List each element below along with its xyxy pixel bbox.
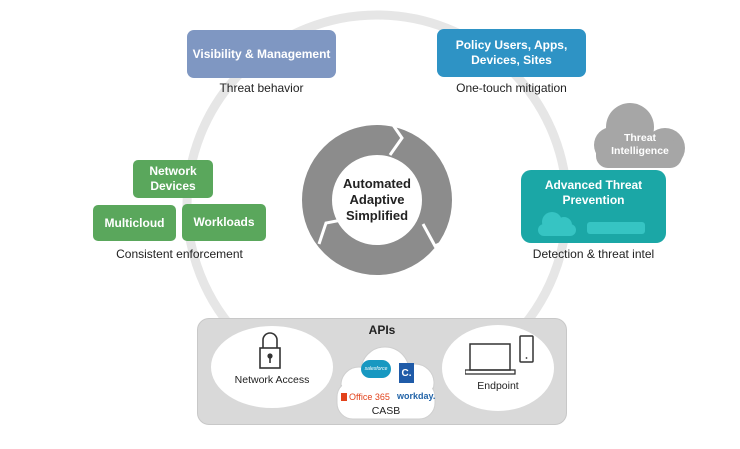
visibility-management-label: Visibility & Management [192,46,331,61]
multicloud-box: Multicloud [93,205,176,241]
apis-title: APIs [368,323,396,337]
cycle-arrow-divider-left [317,216,353,245]
casb-label: CASB [371,405,401,417]
office365-label: Office 365 [349,392,390,402]
atp-bar [587,222,645,234]
detection-threat-intel-caption: Detection & threat intel [532,247,655,261]
one-touch-mitigation-caption: One-touch mitigation [456,81,567,95]
atp-cloud-icon [538,212,576,236]
lock-icon [259,332,281,369]
consistent-enforcement-caption: Consistent enforcement [116,247,243,261]
cycle-arrow-divider-right [421,223,453,248]
network-access-oval [211,326,333,408]
threat-intelligence-label: Threat Intelligence [611,132,669,157]
endpoint-label: Endpoint [477,380,519,392]
endpoint-oval [442,325,554,411]
concur-logo: C. [399,363,414,383]
cycle-arrow-divider-top [388,124,404,156]
policy-label: Policy Users, Apps, Devices, Sites [455,38,568,67]
salesforce-logo: salesforce [361,360,391,378]
visibility-management-box: Visibility & Management [187,30,336,78]
network-access-label: Network Access [234,374,310,386]
tablet-icon [519,335,534,363]
threat-behavior-caption: Threat behavior [219,81,304,95]
office365-logo: Office 365 [341,392,390,402]
policy-box: Policy Users, Apps, Devices, Sites [437,29,586,77]
network-devices-label: Network Devices [149,164,197,193]
workloads-box: Workloads [182,204,266,241]
network-devices-box: Network Devices [133,160,213,198]
center-label: Automated Adaptive Simplified [343,176,411,223]
laptop-icon [465,343,516,375]
laptop-tablet-icon [465,335,534,375]
workday-logo: workday. [397,391,436,401]
workloads-label: Workloads [193,215,255,229]
advanced-threat-prevention-label: Advanced Threat Prevention [544,178,643,207]
cycle-ring [302,124,453,275]
multicloud-label: Multicloud [104,215,165,230]
threat-intelligence-cloud-icon [594,103,685,168]
cycle-ring-band [302,125,452,275]
office-icon [341,393,347,401]
